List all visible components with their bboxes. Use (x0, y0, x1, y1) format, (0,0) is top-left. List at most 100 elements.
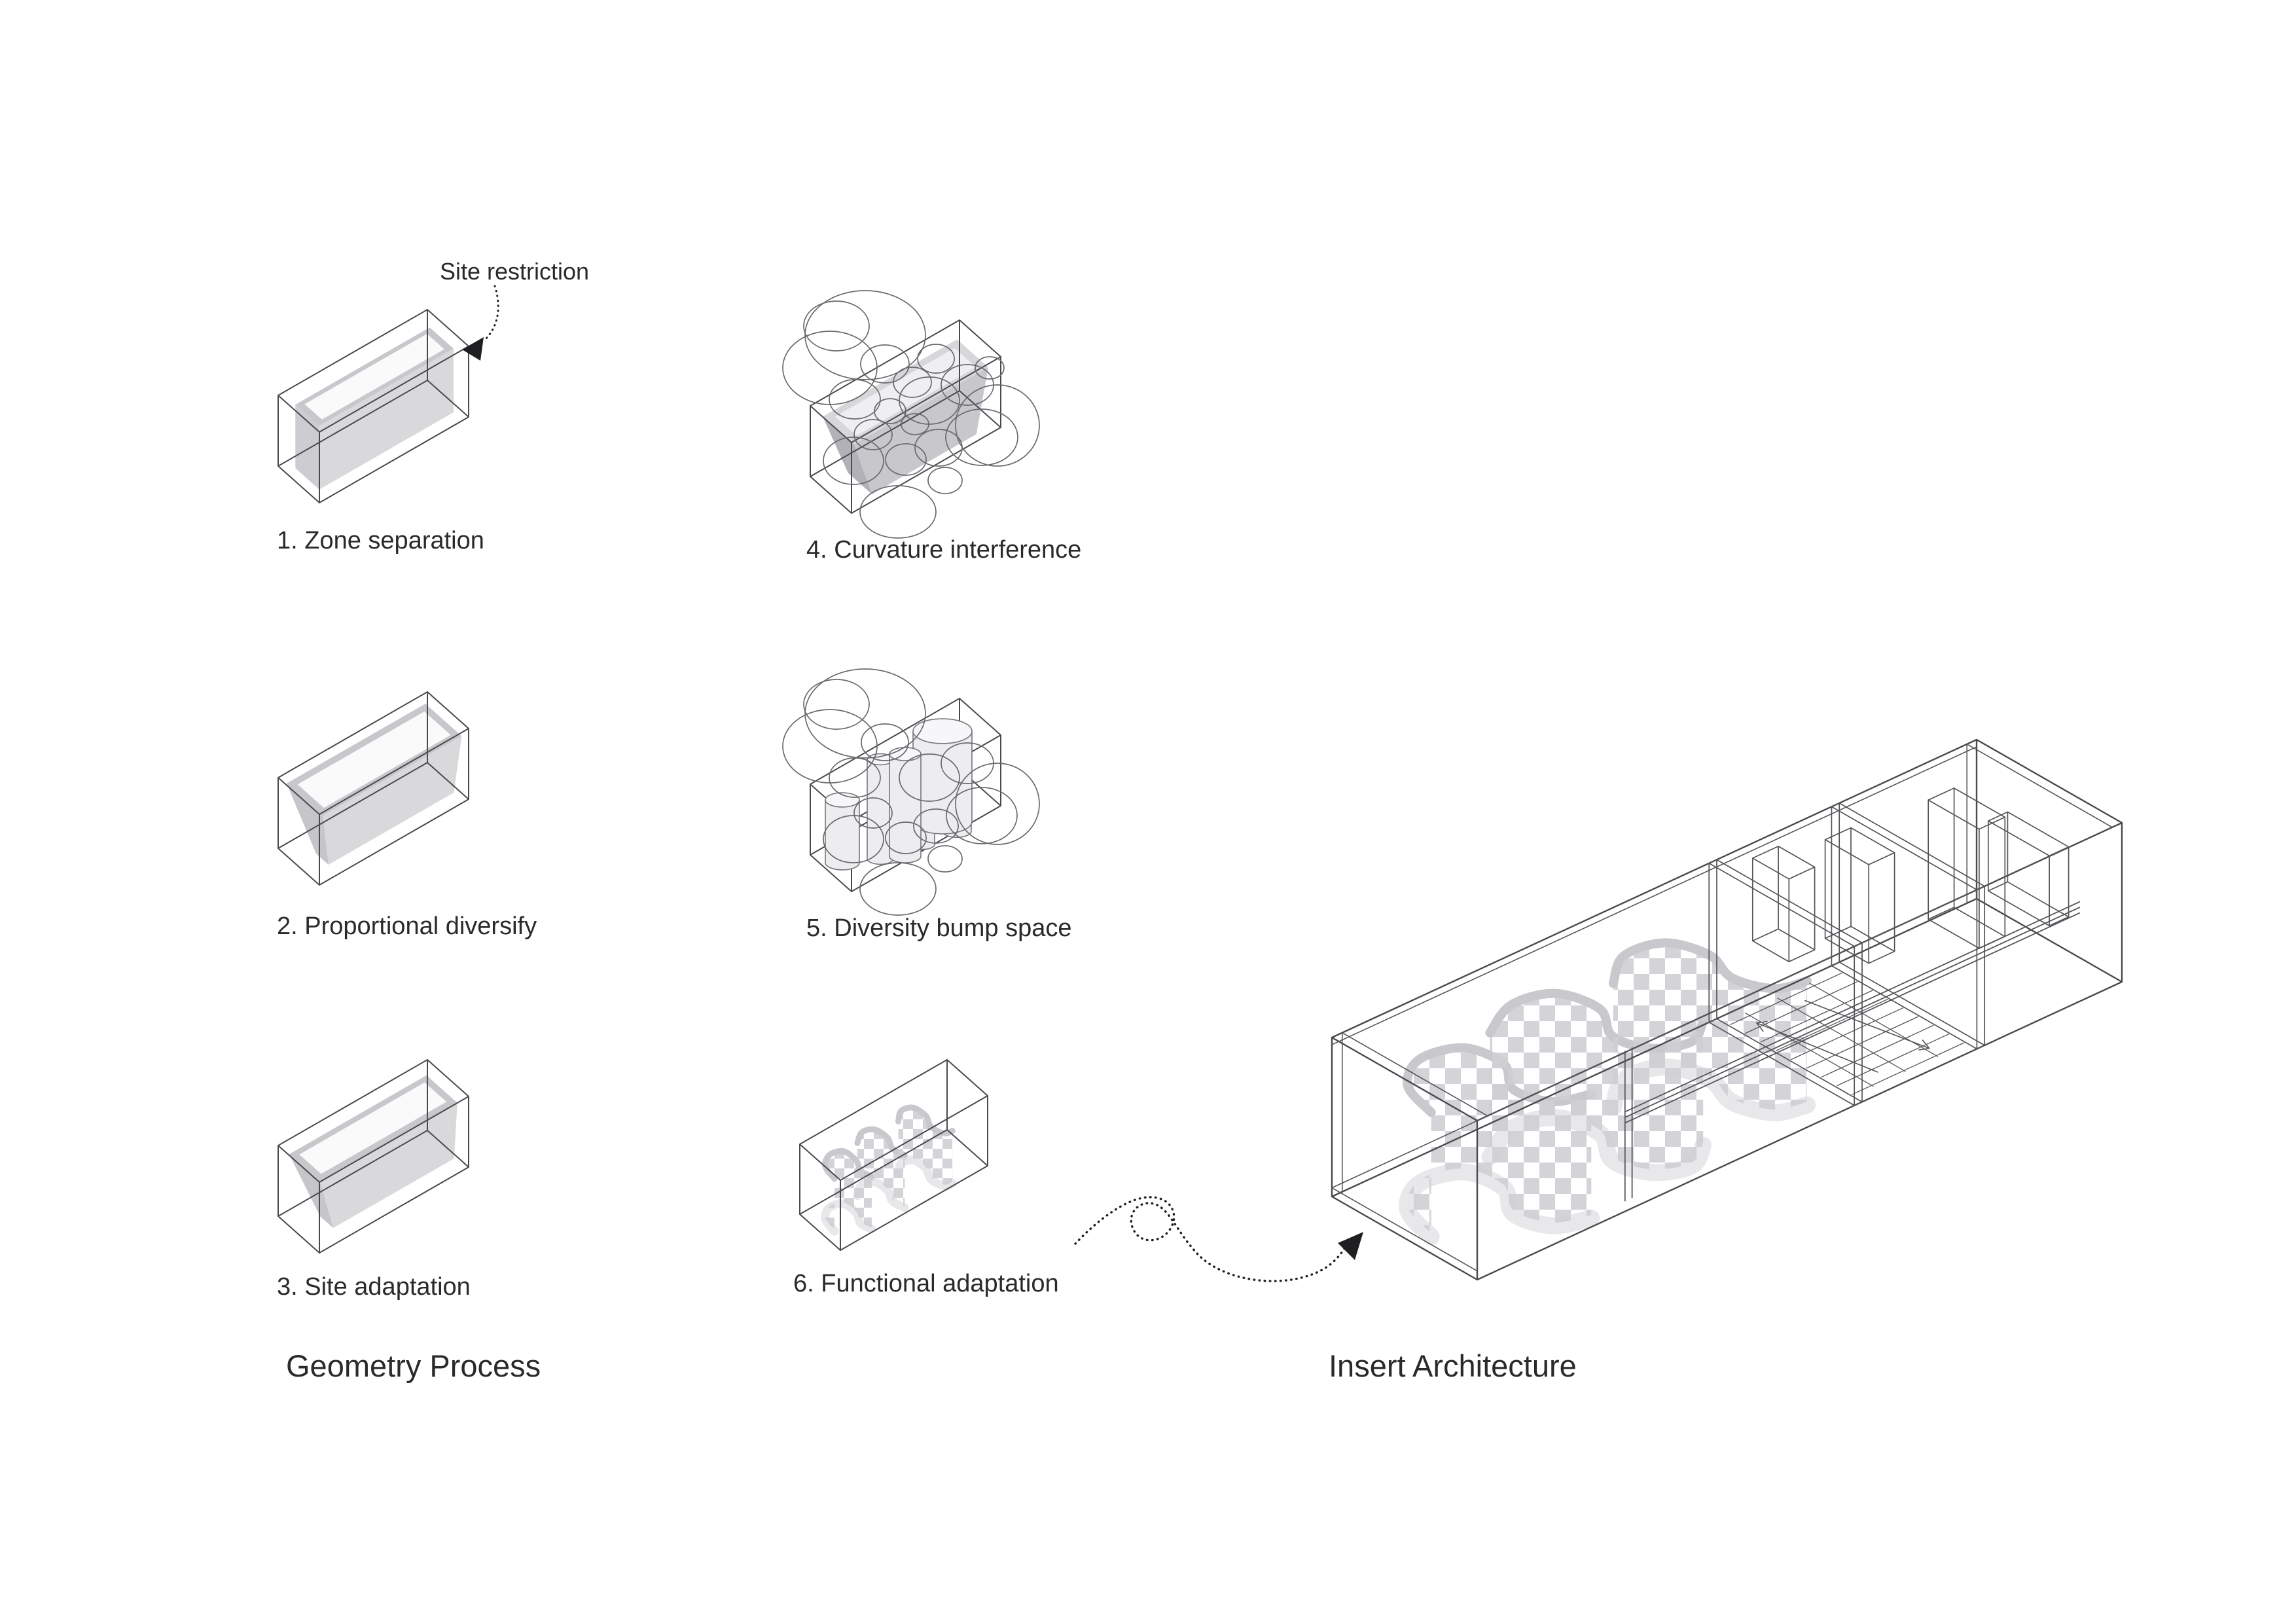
tapered-solid (286, 704, 462, 865)
geometry-process-title: Geometry Process (286, 1348, 541, 1383)
interference-circle (885, 443, 927, 476)
site-restriction-arrow-icon (462, 285, 499, 361)
interference-circle (860, 344, 910, 384)
interference-circle (914, 429, 963, 467)
edge-line (1804, 1000, 1930, 1049)
solid-top (299, 1082, 447, 1174)
edge-line (1777, 998, 1906, 1072)
interference-circle (945, 408, 1018, 466)
interference-circle (859, 862, 937, 916)
cylinder-body (825, 800, 860, 871)
wall-floor-shadow (821, 1199, 876, 1236)
edge-line (1791, 1007, 1904, 1060)
end-wall-frame (1987, 811, 2070, 927)
edge-line (1821, 1024, 1934, 1077)
interference-circle (853, 419, 893, 450)
interference-circle (853, 797, 893, 829)
solid-top (297, 712, 451, 808)
edge-line (1922, 1039, 1930, 1049)
interference-circle (927, 845, 963, 873)
interference-circle (927, 467, 963, 494)
lattice-wall (1490, 993, 1704, 1170)
stair-hatch (1730, 972, 1965, 1095)
wireframe-box (278, 1059, 469, 1254)
interference-circle (901, 413, 929, 435)
solid-front (320, 1102, 457, 1228)
insert-arrow-icon (1074, 1196, 1363, 1282)
slab-top (304, 334, 444, 420)
ceiling-shaft (1824, 827, 1895, 964)
interference-circle (955, 763, 1040, 845)
step-4-label: 4. Curvature interference (806, 536, 1081, 564)
interference-circle (804, 668, 926, 759)
interference-circle (955, 384, 1040, 467)
interference-circle (829, 379, 881, 420)
outer-shell (1331, 738, 2123, 1281)
adapted-solid (289, 1075, 457, 1228)
interference-circle (803, 679, 870, 730)
wireframe-box (799, 1059, 988, 1251)
step-3-figure (278, 1059, 469, 1254)
step-5-label: 5. Diversity bump space (806, 914, 1072, 942)
step-1-figure (278, 309, 469, 503)
insert-architecture-title: Insert Architecture (1329, 1348, 1577, 1383)
cylinder-body (912, 731, 973, 835)
edge-line (1624, 907, 2081, 1118)
step-2-label: 2. Proportional diversify (277, 912, 537, 940)
edge-line (1756, 1022, 1764, 1032)
interference-circle (946, 787, 1018, 844)
interference-circles (782, 668, 1040, 916)
edge-line (1331, 1187, 1478, 1272)
edge-line (1756, 1020, 1768, 1024)
edge-line (1852, 1042, 1965, 1095)
site-restriction-dotted-curve (484, 285, 499, 341)
solid-front (853, 367, 988, 494)
interference-circle (829, 757, 881, 798)
wall-floor-shadow (1399, 1163, 1600, 1246)
cylinder-top (825, 792, 860, 808)
edge-line (1624, 912, 2081, 1124)
interference-circle (823, 437, 884, 485)
step-5-figure (782, 668, 1040, 916)
insert-architecture-figure (1331, 738, 2123, 1281)
lattice-wall (898, 1107, 953, 1185)
step-4-figure (782, 290, 1040, 539)
edge-line (1776, 998, 1888, 1051)
wireframe-box (278, 691, 469, 886)
stair-down-arrow (1804, 1000, 1930, 1051)
lattice-wall (1407, 1047, 1592, 1234)
interference-circle (874, 398, 906, 424)
edge-line (1756, 1022, 1878, 1073)
step-6-label: 6. Functional adaptation (793, 1270, 1059, 1297)
partition-wall (1831, 803, 1986, 1050)
edge-line (1341, 1032, 1488, 1117)
shell-thickness-lines (1331, 744, 2113, 1272)
edge-line (1918, 1047, 1930, 1051)
interference-circle (885, 821, 927, 854)
edge-line (1730, 972, 1842, 1025)
interference-circle (893, 367, 932, 398)
step-3-label: 3. Site adaptation (277, 1273, 471, 1301)
partition-wall (1708, 859, 1863, 1106)
interference-circle (975, 356, 1005, 380)
lattice-wall (1613, 943, 1807, 1110)
site-restriction-arrowhead (462, 337, 484, 361)
edge-line (1966, 744, 2113, 828)
step-1-label: 1. Zone separation (277, 527, 484, 554)
interference-circle (917, 344, 955, 374)
interference-circle (861, 723, 909, 761)
insert-arrowhead (1338, 1232, 1363, 1260)
site-restriction-label: Site restriction (440, 258, 589, 285)
edge-line (1809, 983, 1939, 1057)
interference-circle (899, 753, 960, 802)
solid-top (834, 348, 977, 436)
interference-circle (859, 485, 937, 539)
interference-circle (803, 300, 870, 352)
solid-front (323, 736, 462, 865)
solid-end (286, 783, 329, 865)
ceiling-shaft (1751, 846, 1816, 963)
wall-top-ribbon (895, 1104, 956, 1137)
interference-circles (782, 290, 1040, 539)
cylinder-body (889, 754, 922, 863)
